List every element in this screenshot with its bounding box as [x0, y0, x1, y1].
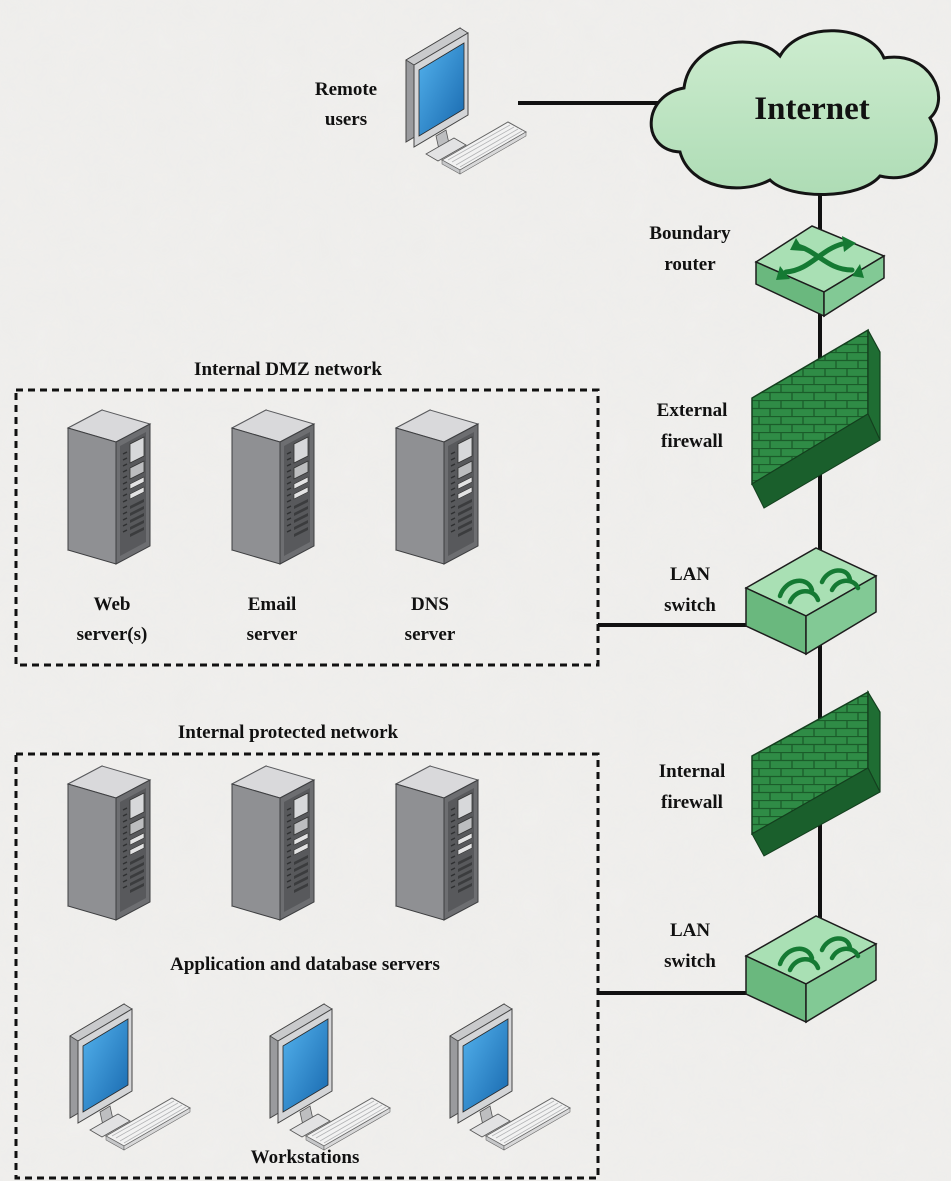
internet-label: Internet: [754, 91, 869, 127]
protected-title: Internal protected network: [178, 722, 399, 743]
email-server: [231, 409, 315, 565]
boundary-router-label-line2: router: [664, 254, 716, 275]
external-firewall-label-line2: firewall: [661, 431, 723, 452]
email-server-label-line1: Email: [248, 594, 297, 615]
router-arrows-icon: [783, 241, 855, 275]
switch-arrows-icon: [777, 936, 861, 973]
dns-server-label-line2: server: [405, 624, 456, 645]
web-server: [67, 409, 151, 565]
internal-firewall-label-line1: Internal: [659, 761, 726, 782]
servers-label: Application and database servers: [170, 954, 440, 975]
application-server-1: [67, 765, 151, 921]
workstations-label: Workstations: [251, 1147, 360, 1168]
database-server: [395, 765, 479, 921]
lan-switch-2-label-line2: switch: [664, 951, 716, 972]
dns-server-label-line1: DNS: [411, 594, 449, 615]
lan-switch-2: [744, 915, 878, 1024]
internal-firewall-label-line2: firewall: [661, 792, 723, 813]
protected-boundary: [14, 752, 600, 1180]
boundary-router-label-line1: Boundary: [649, 223, 731, 244]
internal-firewall: [751, 689, 881, 857]
remote-users-label-line2: users: [325, 109, 367, 130]
internet-cloud: Internet: [649, 29, 941, 196]
lan-switch-1-label-line2: switch: [664, 595, 716, 616]
web-server-label-line2: server(s): [77, 624, 148, 645]
email-server-label-line2: server: [247, 624, 298, 645]
lan-switch-1-label-line1: LAN: [670, 564, 710, 585]
remote-users-label-line1: Remote: [315, 79, 377, 100]
dmz-title: Internal DMZ network: [194, 359, 382, 380]
lan-switch-1: [744, 547, 878, 656]
lan-switch-2-label-line1: LAN: [670, 920, 710, 941]
web-server-label-line1: Web: [94, 594, 131, 615]
boundary-router: [754, 225, 886, 318]
application-server-2: [231, 765, 315, 921]
external-firewall-label-line1: External: [657, 400, 728, 421]
dmz-boundary: [14, 388, 600, 667]
switch-arrows-icon: [777, 568, 861, 605]
external-firewall: [751, 328, 881, 509]
dns-server: [395, 409, 479, 565]
